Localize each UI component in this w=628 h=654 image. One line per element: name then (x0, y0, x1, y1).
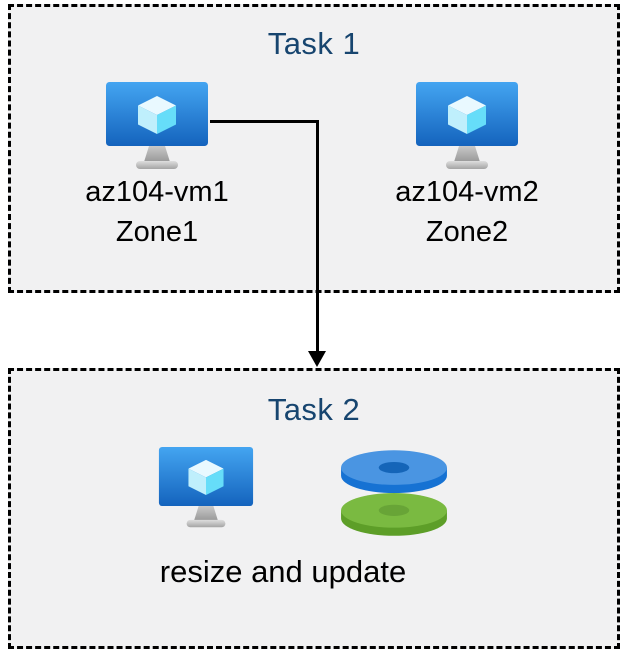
virtual-machine-icon (105, 81, 209, 173)
managed-disks-icon (338, 444, 450, 538)
virtual-machine-icon (415, 81, 519, 173)
task2-caption: resize and update (159, 554, 407, 589)
vm2-name-label: az104-vm2 (395, 176, 539, 208)
vm2-zone-label: Zone2 (425, 216, 509, 248)
task1-title: Task 1 (267, 26, 361, 61)
vm1-label: az104-vm1 Zone1 (27, 172, 287, 252)
vm1-zone-label: Zone1 (115, 216, 199, 248)
vm1-name-label: az104-vm1 (85, 176, 229, 208)
arrow-horizontal-segment (210, 120, 319, 123)
task1-box (8, 4, 620, 293)
arrow-vertical-segment (316, 120, 319, 352)
task2-box (8, 368, 620, 649)
arrowhead-icon (308, 351, 326, 367)
task2-title: Task 2 (267, 392, 361, 427)
vm2-label: az104-vm2 Zone2 (337, 172, 597, 252)
virtual-machine-icon (158, 446, 254, 531)
